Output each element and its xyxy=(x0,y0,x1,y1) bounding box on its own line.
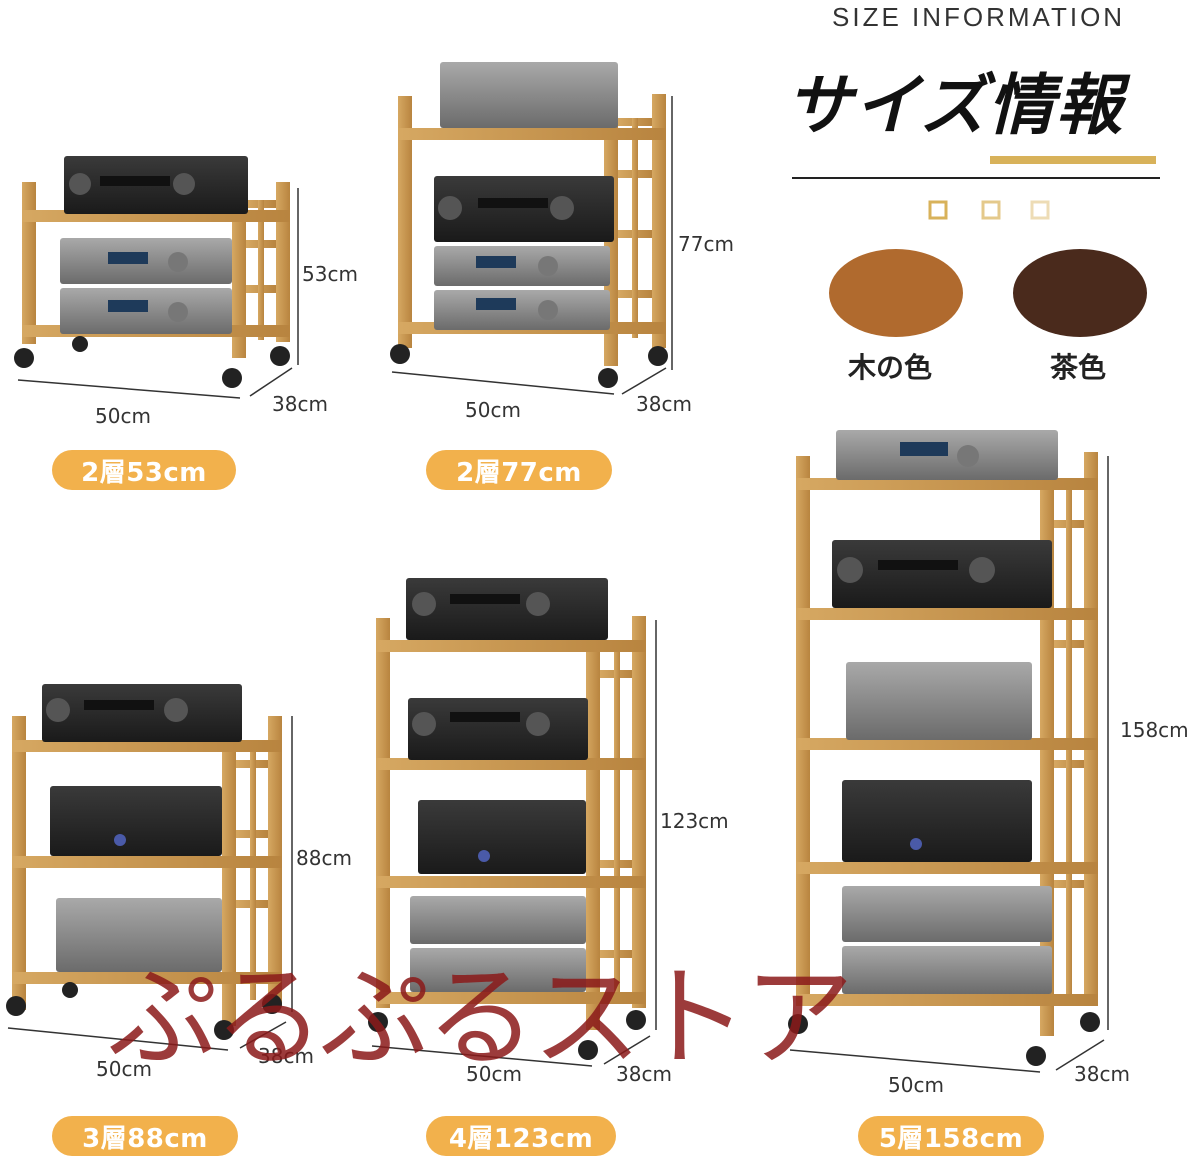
rack-3-88-width-label: 50cm xyxy=(96,1057,152,1081)
rack-4-123-depth-label: 38cm xyxy=(616,1062,672,1086)
rack-5-158-depth-label: 38cm xyxy=(1074,1062,1130,1086)
rack-2-77-dimension-lines xyxy=(391,96,673,395)
rack-2-53 xyxy=(14,156,290,388)
rack-5-158-height-label: 158cm xyxy=(1120,718,1189,742)
header-decoration xyxy=(792,156,1160,220)
store-watermark: ぷるぷるストア xyxy=(108,954,854,1082)
rack-3-88-dimension-lines xyxy=(7,716,293,1051)
rack-5-158 xyxy=(788,430,1100,1066)
swatch-wood-color xyxy=(829,249,963,337)
rack-2-53-badge: 2層53cm xyxy=(52,450,236,490)
rack-3-88-height-label: 88cm xyxy=(296,846,352,870)
rack-2-77-badge: 2層77cm xyxy=(426,450,612,490)
rack-2-77-height-label: 77cm xyxy=(678,232,734,256)
rack-4-123-dimension-lines xyxy=(371,620,657,1067)
size-information-heading: SIZE INFORMATION xyxy=(832,2,1126,32)
swatch-brown-color xyxy=(1013,249,1147,337)
rack-3-88-badge: 3層88cm xyxy=(52,1116,238,1156)
rack-5-158-badge: 5層158cm xyxy=(858,1116,1044,1156)
rack-2-53-width-label: 50cm xyxy=(95,404,151,428)
swatch-brown-label: 茶色 xyxy=(1050,351,1107,384)
size-information-title: サイズ情報 xyxy=(786,67,1125,144)
rack-2-77 xyxy=(390,62,668,388)
rack-2-77-depth-label: 38cm xyxy=(636,392,692,416)
rack-5-158-dimension-lines xyxy=(789,456,1109,1073)
rack-2-53-height-label: 53cm xyxy=(302,262,358,286)
rack-2-53-dimension-lines xyxy=(17,188,299,399)
rack-2-77-width-label: 50cm xyxy=(465,398,521,422)
rack-3-88-depth-label: 38cm xyxy=(258,1044,314,1068)
rack-5-158-width-label: 50cm xyxy=(888,1073,944,1097)
swatch-wood-label: 木の色 xyxy=(848,351,933,384)
rack-2-53-depth-label: 38cm xyxy=(272,392,328,416)
rack-3-88 xyxy=(6,684,282,1040)
rack-4-123-width-label: 50cm xyxy=(466,1062,522,1086)
rack-4-123-height-label: 123cm xyxy=(660,809,729,833)
rack-4-123-badge: 4層123cm xyxy=(426,1116,616,1156)
rack-4-123 xyxy=(368,578,646,1060)
